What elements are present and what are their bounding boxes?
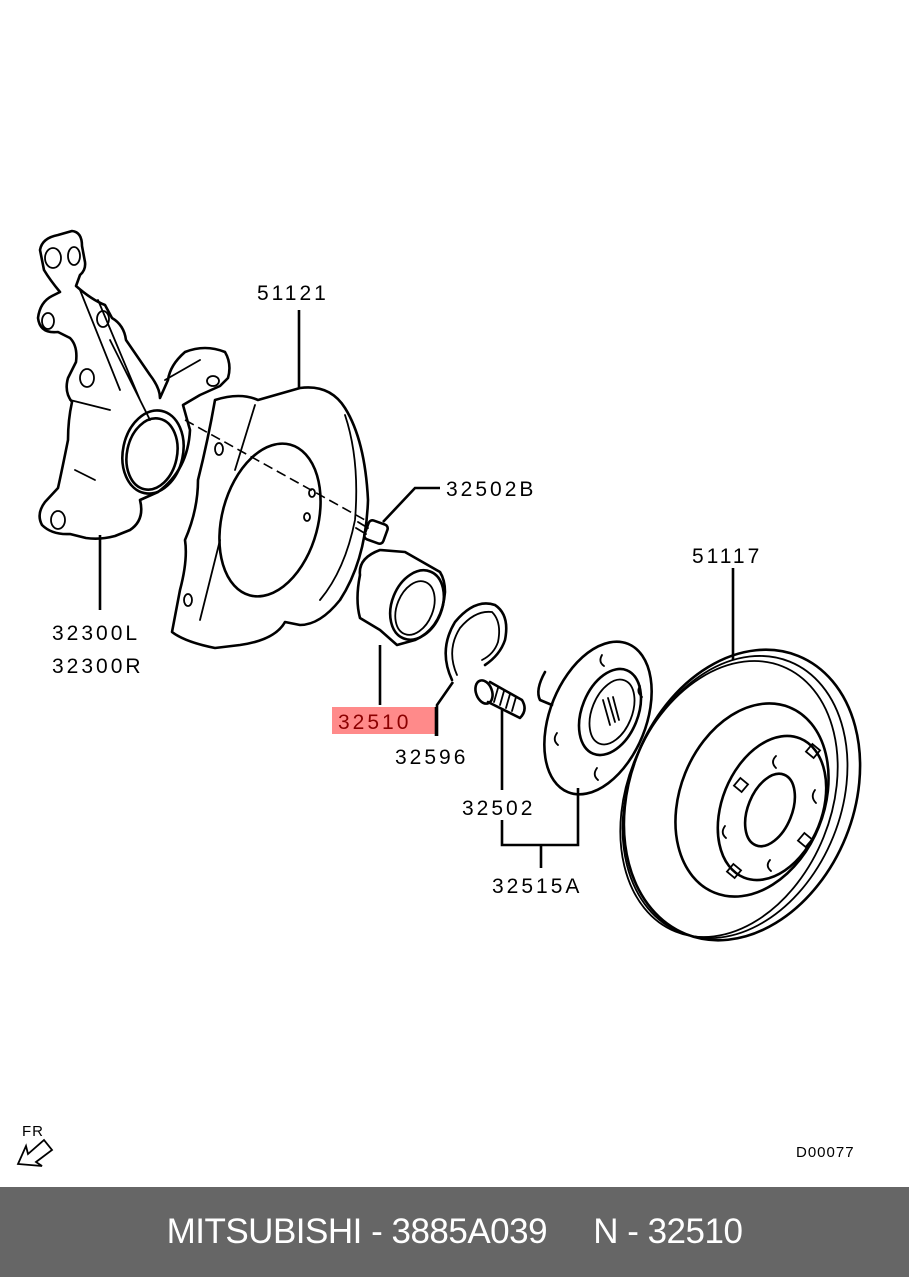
label-51117[interactable]: 51117 (692, 545, 762, 568)
shield-bolt[interactable] (355, 519, 389, 545)
label-32300r[interactable]: 32300R (52, 655, 144, 678)
hub-assembly[interactable] (524, 626, 673, 810)
label-32515a[interactable]: 32515A (492, 875, 582, 898)
hub-bolt[interactable] (472, 678, 526, 720)
footer-part-info: MITSUBISHI - 3885A039 N - 32510 (166, 1212, 743, 1251)
steering-knuckle[interactable] (36, 229, 231, 540)
front-arrow-icon (16, 1138, 54, 1167)
label-32300l[interactable]: 32300L (52, 622, 140, 645)
label-32502b[interactable]: 32502B (446, 478, 536, 501)
fr-label: FR (22, 1123, 44, 1140)
wheel-bearing[interactable] (356, 548, 454, 648)
dust-shield[interactable] (170, 386, 370, 650)
label-51121[interactable]: 51121 (257, 282, 329, 305)
brake-disc[interactable] (581, 614, 902, 976)
diagram-code: D00077 (796, 1144, 855, 1161)
footer-bar: MITSUBISHI - 3885A039 N - 32510 (0, 1187, 909, 1277)
parts-diagram: 32300L 32300R 51121 32502B 32510 32596 (16, 229, 902, 1167)
assembly-axis-line (184, 419, 366, 521)
front-direction-indicator: FR (16, 1123, 54, 1167)
leader-line-snap-ring (435, 681, 455, 736)
leader-line-shield-bolt (382, 486, 440, 523)
label-32510[interactable]: 32510 (338, 711, 411, 734)
label-32596[interactable]: 32596 (395, 746, 468, 769)
highlight-box (332, 707, 437, 734)
snap-ring[interactable] (444, 602, 508, 682)
label-32502[interactable]: 32502 (462, 797, 535, 820)
